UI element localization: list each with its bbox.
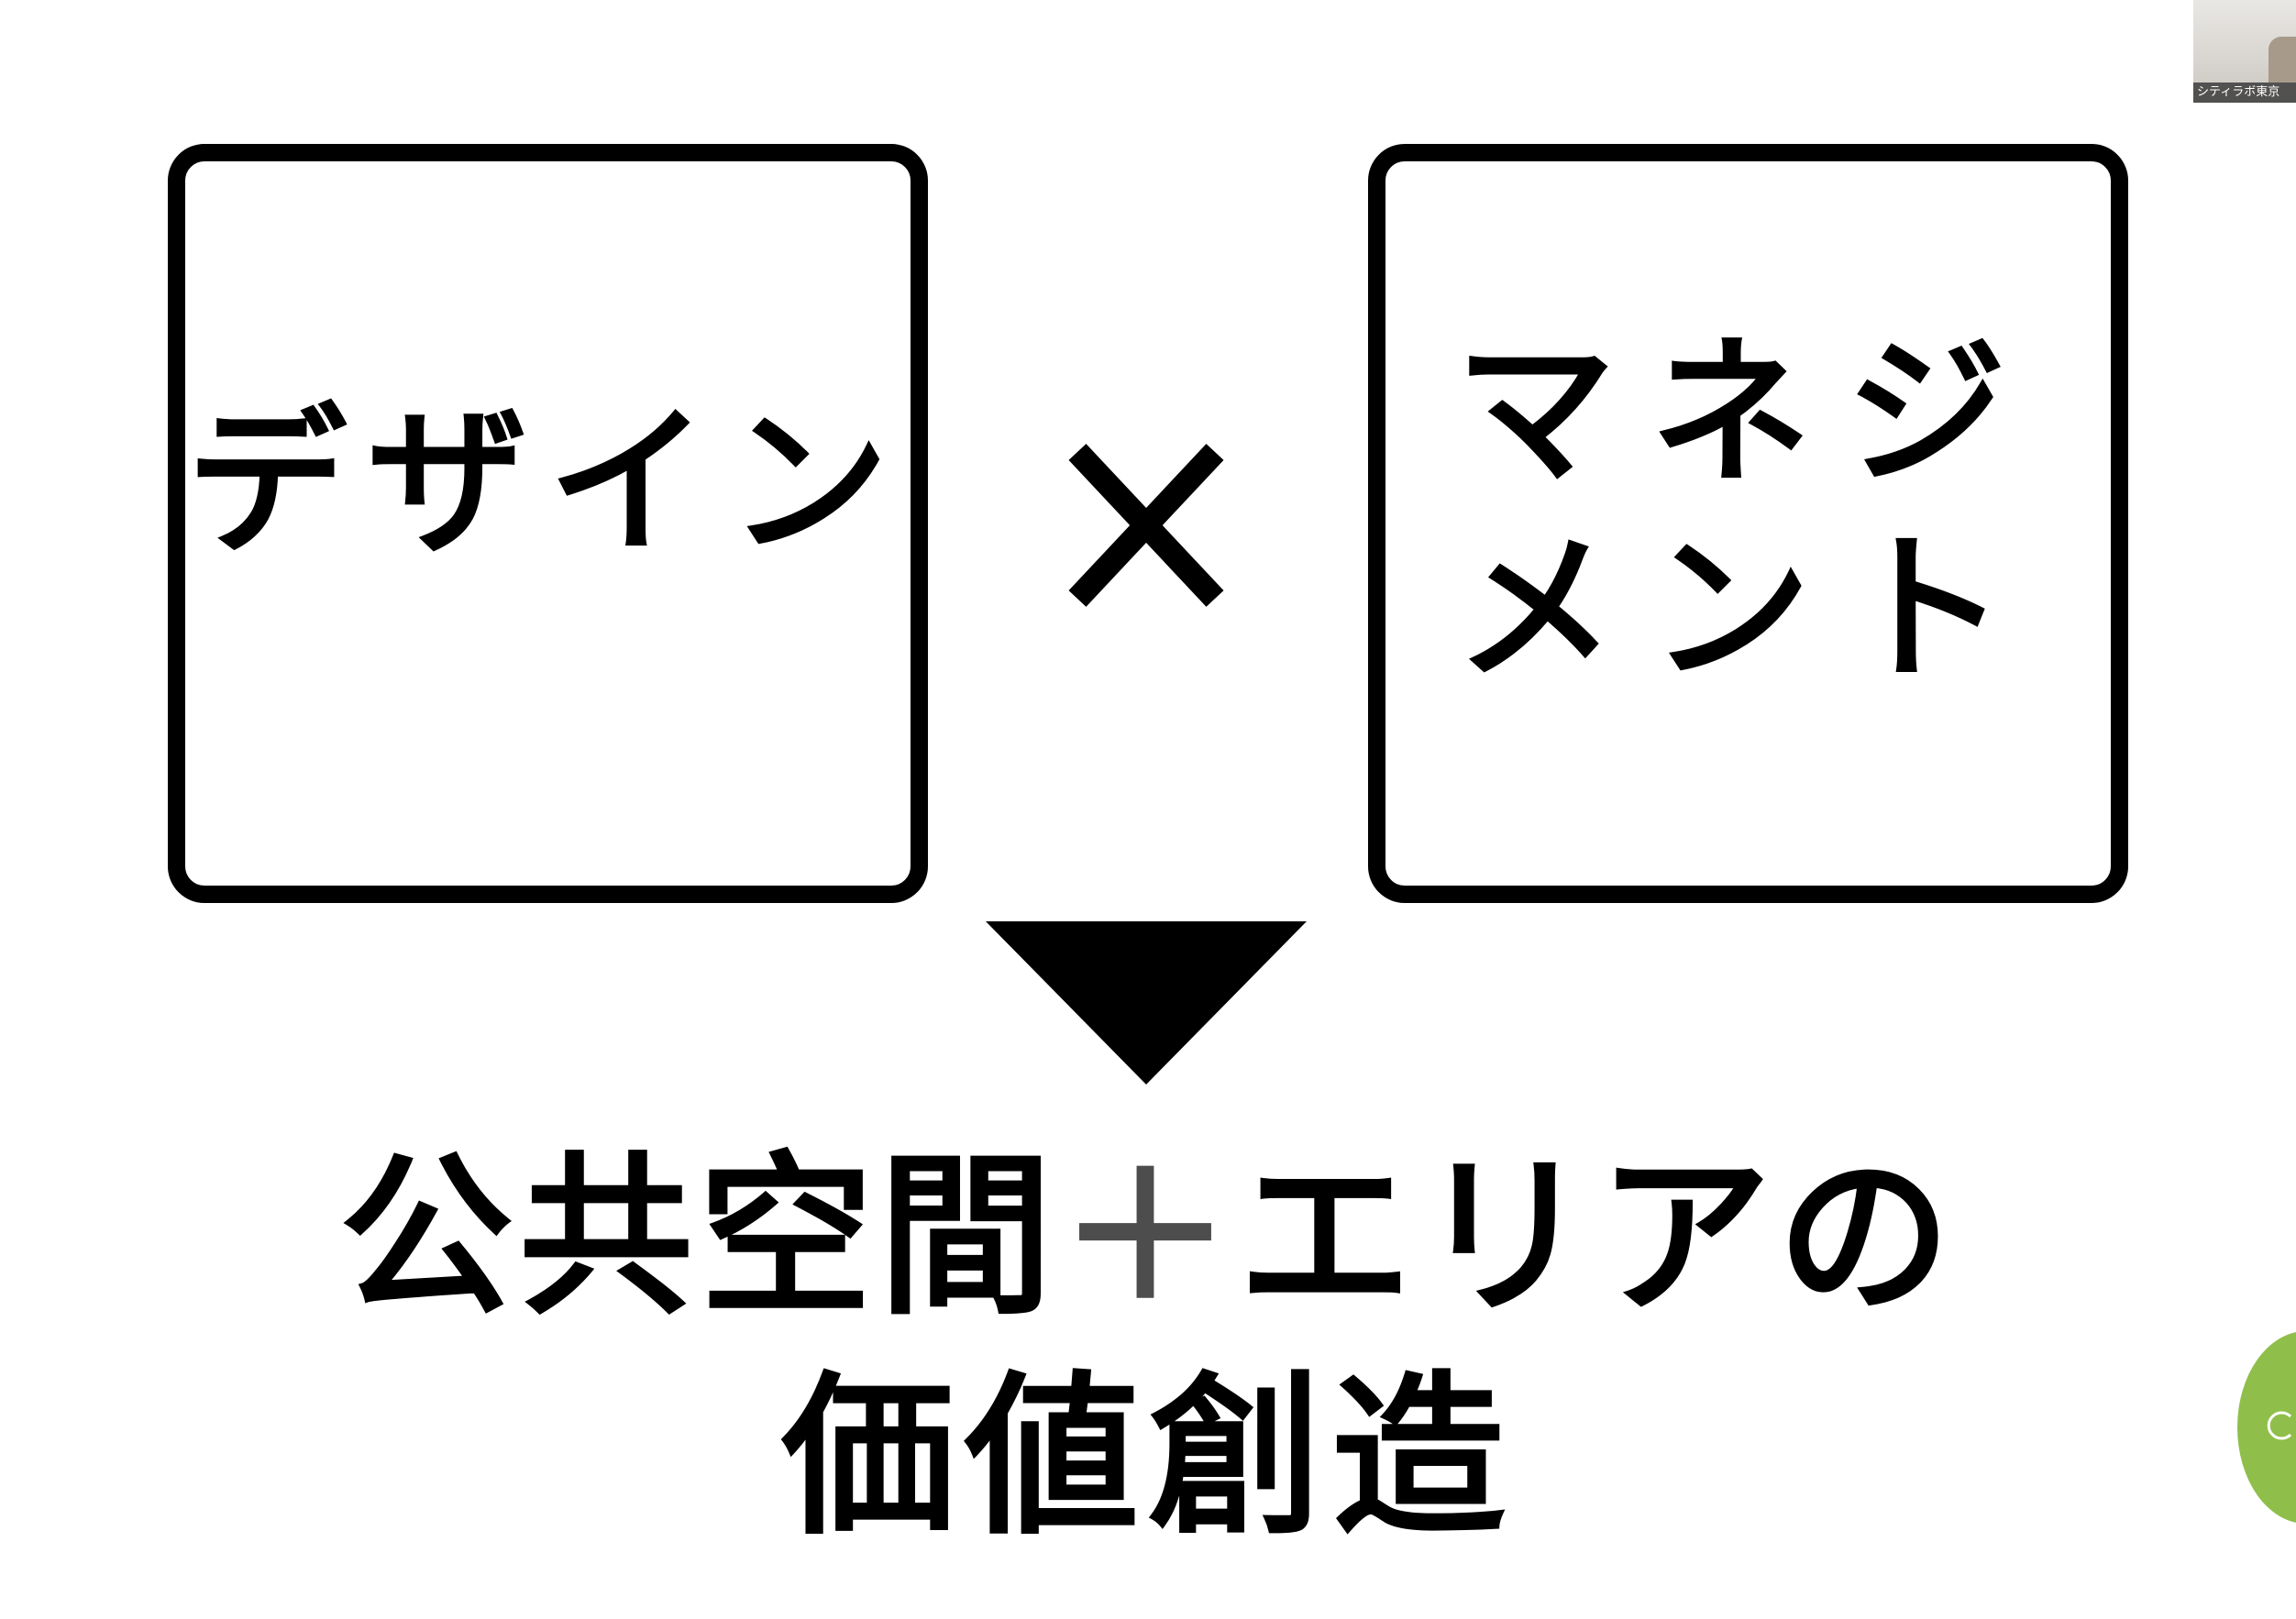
design-box [168, 144, 928, 903]
management-label-line1: マネジ [1455, 321, 2041, 507]
management-box [1368, 144, 2128, 903]
down-arrow-icon [986, 921, 1307, 1085]
conclusion-line-1: 公共空間＋エリアの [0, 1151, 2296, 1325]
management-label-line2: メント [1455, 516, 2041, 703]
conclusion-line-2: 価値創造 [780, 1356, 1515, 1558]
participant-video-feed [2268, 37, 2296, 83]
conclusion-area: エリアの [1238, 1136, 1958, 1338]
participant-name: シティラボ東京 [2193, 83, 2296, 103]
management-label: マネジ メント [1368, 316, 2128, 708]
conclusion-public-space: 公共空間 [338, 1136, 1058, 1338]
multiply-icon [1068, 444, 1224, 607]
participant-video-thumbnail[interactable]: シティラボ東京 [2193, 0, 2296, 103]
design-label: デザイン [186, 391, 910, 577]
chat-icon [2267, 1411, 2292, 1440]
plus-sign: ＋ [1057, 1136, 1238, 1338]
